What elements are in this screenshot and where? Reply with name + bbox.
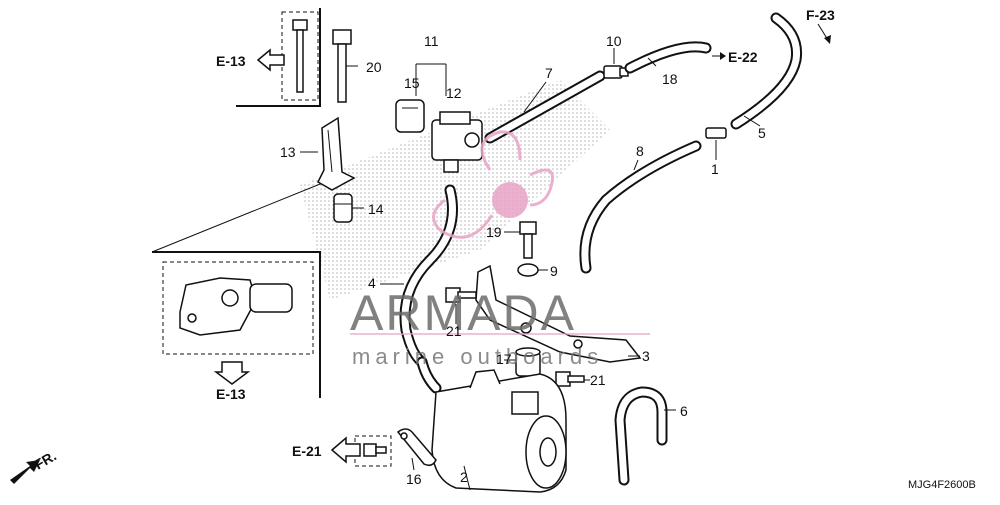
label-part-20: 20 [366, 59, 382, 75]
leader-lines [300, 48, 761, 491]
label-part-21-right: 21 [590, 372, 606, 388]
label-part-3: 3 [642, 348, 650, 364]
bolt-21-left [445, 287, 477, 303]
label-part-12: 12 [446, 85, 462, 101]
ref-e13-top: E-13 [216, 53, 246, 69]
ref-fr: FR. [32, 447, 60, 472]
ref-e21: E-21 [292, 443, 322, 459]
actuator-assembly [179, 277, 293, 336]
label-part-15: 15 [404, 75, 420, 91]
label-part-2: 2 [460, 469, 468, 485]
ref-e13-bottom: E-13 [216, 386, 246, 402]
ref-e22: E-22 [728, 49, 758, 65]
hose-5 [730, 12, 803, 130]
label-part-5: 5 [758, 125, 766, 141]
rubber-cover-15 [395, 99, 425, 133]
frame-bottom-left [152, 251, 321, 398]
bolt16-detail-box [354, 435, 392, 467]
frame-diagonal [151, 179, 331, 253]
bolt-20 [332, 29, 352, 103]
label-part-19: 19 [486, 224, 502, 240]
arrow-e13-bottom [213, 361, 251, 385]
diagram-code: MJG4F2600B [908, 479, 976, 491]
bolt-e13 [292, 19, 308, 93]
arrow-fr [10, 460, 40, 484]
watermark-brand: ARMADA [350, 285, 576, 341]
label-part-14: 14 [368, 201, 384, 217]
label-part-7: 7 [545, 65, 553, 81]
label-part-4: 4 [368, 275, 376, 291]
label-part-1: 1 [711, 161, 719, 177]
grommet-17 [515, 347, 541, 377]
arrow-f23 [817, 23, 831, 44]
label-part-6: 6 [680, 403, 688, 419]
label-part-13: 13 [280, 144, 296, 160]
frame-top-left [236, 8, 321, 107]
clip-16 [396, 428, 437, 467]
hose-8 [579, 140, 702, 274]
hose-connector-short [416, 356, 442, 394]
arrow-e13-top [256, 48, 285, 72]
label-part-21-left: 21 [446, 323, 462, 339]
actuator-detail-box [162, 261, 314, 355]
bolt-21-right [555, 371, 585, 387]
bolt-16 [363, 443, 387, 457]
grommet-14 [333, 193, 353, 223]
label-part-9: 9 [550, 263, 558, 279]
hose-6 [614, 386, 668, 486]
label-part-11: 11 [424, 33, 439, 49]
watermark-logo [432, 130, 554, 239]
label-part-16: 16 [406, 471, 422, 487]
watermark-tagline: marine outboards [352, 344, 603, 369]
washer-9 [517, 263, 539, 277]
hose-4 [399, 184, 458, 368]
bolt-19 [519, 221, 537, 259]
bracket-13 [317, 116, 356, 191]
bracket-3 [475, 264, 642, 363]
label-part-17: 17 [496, 351, 512, 367]
ref-f23: F-23 [806, 7, 835, 23]
watermark: ARMADA marine outboards [350, 130, 650, 369]
fitting-1 [705, 127, 727, 139]
solenoid-valve-12 [431, 111, 483, 173]
hose-18 [624, 41, 712, 74]
label-part-18: 18 [662, 71, 678, 87]
label-part-10: 10 [606, 33, 622, 49]
canister-2 [431, 369, 567, 493]
arrow-e21 [330, 436, 361, 464]
arrow-e22 [712, 52, 726, 60]
fitting-10 [603, 65, 629, 79]
label-part-8: 8 [636, 143, 644, 159]
